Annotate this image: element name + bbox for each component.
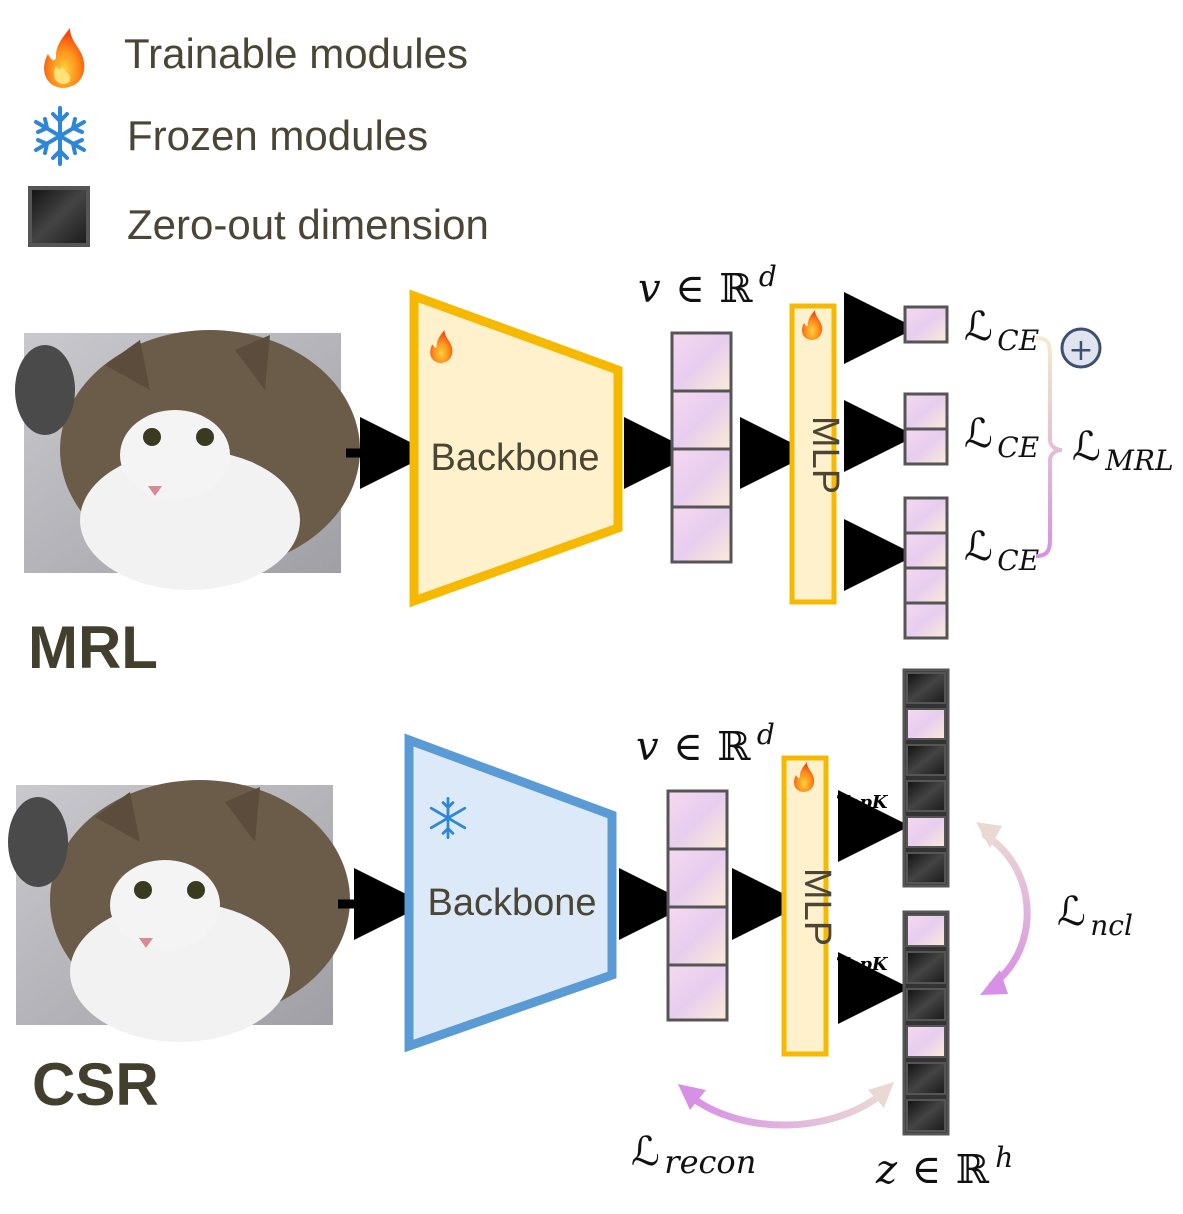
csr-mlp-box <box>781 755 829 1057</box>
csr-ncl-arrow <box>976 822 1031 995</box>
mrl-pipeline: Backbone v ∈ ℝ d MLP <box>15 260 1174 681</box>
csr-mlp-flame-icon <box>794 762 815 792</box>
mrl-loss-ce-2: ℒ CE <box>964 411 1039 464</box>
mrl-input-image <box>15 330 360 590</box>
csr-embedding-cell <box>666 905 729 967</box>
legend-zero-out-label: Zero-out dimension <box>127 201 489 248</box>
mrl-output-3 <box>903 496 949 640</box>
mrl-loss-ce-1: ℒ CE <box>964 304 1039 357</box>
mrl-mlp-flame-icon <box>802 310 823 340</box>
mrl-backbone-flame-icon <box>430 330 453 363</box>
mrl-output-1 <box>903 305 949 344</box>
mrl-mlp-box <box>789 303 837 605</box>
mrl-embedding-vector <box>670 331 733 564</box>
snowflake-icon <box>34 106 86 166</box>
zero-cell <box>906 1062 946 1095</box>
mrl-backbone-label: Backbone <box>430 437 599 479</box>
csr-sparse-label: z ∈ ℝ h <box>875 1141 1013 1193</box>
mrl-embedding-cell <box>670 331 733 393</box>
active-cell <box>906 914 946 947</box>
csr-loss-ncl: ℒ ncl <box>1057 889 1133 942</box>
sum-icon: + <box>1060 327 1102 369</box>
svg-text:+: + <box>1068 333 1093 368</box>
legend-frozen-label: Frozen modules <box>127 112 428 159</box>
csr-input-image <box>8 780 350 1042</box>
csr-pipeline: Backbone v ∈ ℝ d MLP TopK TopK <box>8 668 1133 1193</box>
csr-topk-label-1: TopK <box>836 792 889 813</box>
mrl-output-2 <box>903 392 949 466</box>
mrl-embedding-cell <box>670 389 733 451</box>
mrl-loss-ce-3: ℒ CE <box>964 524 1039 577</box>
csr-backbone-snowflake-icon <box>429 797 467 839</box>
csr-section-label: CSR <box>32 1051 159 1118</box>
mrl-loss-brace <box>1035 336 1063 558</box>
mrl-section-label: MRL <box>28 614 158 681</box>
active-cell <box>906 816 946 848</box>
zero-cell <box>906 780 946 812</box>
csr-loss-recon: ℒ recon <box>631 1129 756 1181</box>
zero-cell <box>906 852 946 884</box>
csr-sparse-vector-1 <box>902 668 950 888</box>
csr-recon-arrow <box>678 1082 894 1129</box>
csr-backbone-box <box>404 733 617 1053</box>
legend: Trainable modules Frozen modules Zero-ou… <box>28 28 489 248</box>
mrl-backbone-box <box>409 289 623 608</box>
csr-embedding-cell <box>666 963 729 1022</box>
zero-cell <box>906 951 946 984</box>
csr-embedding-cell <box>666 789 729 851</box>
dark-square-icon <box>28 186 90 247</box>
csr-embedding-cell <box>666 847 729 909</box>
zero-cell <box>906 988 946 1021</box>
csr-topk-label-2: TopK <box>836 954 889 975</box>
mrl-embedding-cell <box>670 447 733 509</box>
mrl-embedding-label: v ∈ ℝ d <box>638 260 777 312</box>
mrl-embedding-cell <box>670 505 733 564</box>
mrl-mlp-label: MLP <box>804 416 846 494</box>
zero-cell <box>906 672 946 704</box>
mrl-loss-mrl: ℒ MRL <box>1072 424 1174 477</box>
csr-backbone-label: Backbone <box>427 882 596 924</box>
zero-cell <box>906 1099 946 1132</box>
flame-icon <box>44 28 85 88</box>
csr-embedding-label: v ∈ ℝ d <box>636 718 775 770</box>
csr-mlp-label: MLP <box>796 868 838 946</box>
csr-embedding-vector <box>666 789 729 1022</box>
active-cell <box>906 708 946 740</box>
legend-trainable-label: Trainable modules <box>124 30 468 77</box>
zero-cell <box>906 744 946 776</box>
active-cell <box>906 1025 946 1058</box>
csr-sparse-vector-2 <box>902 910 950 1136</box>
